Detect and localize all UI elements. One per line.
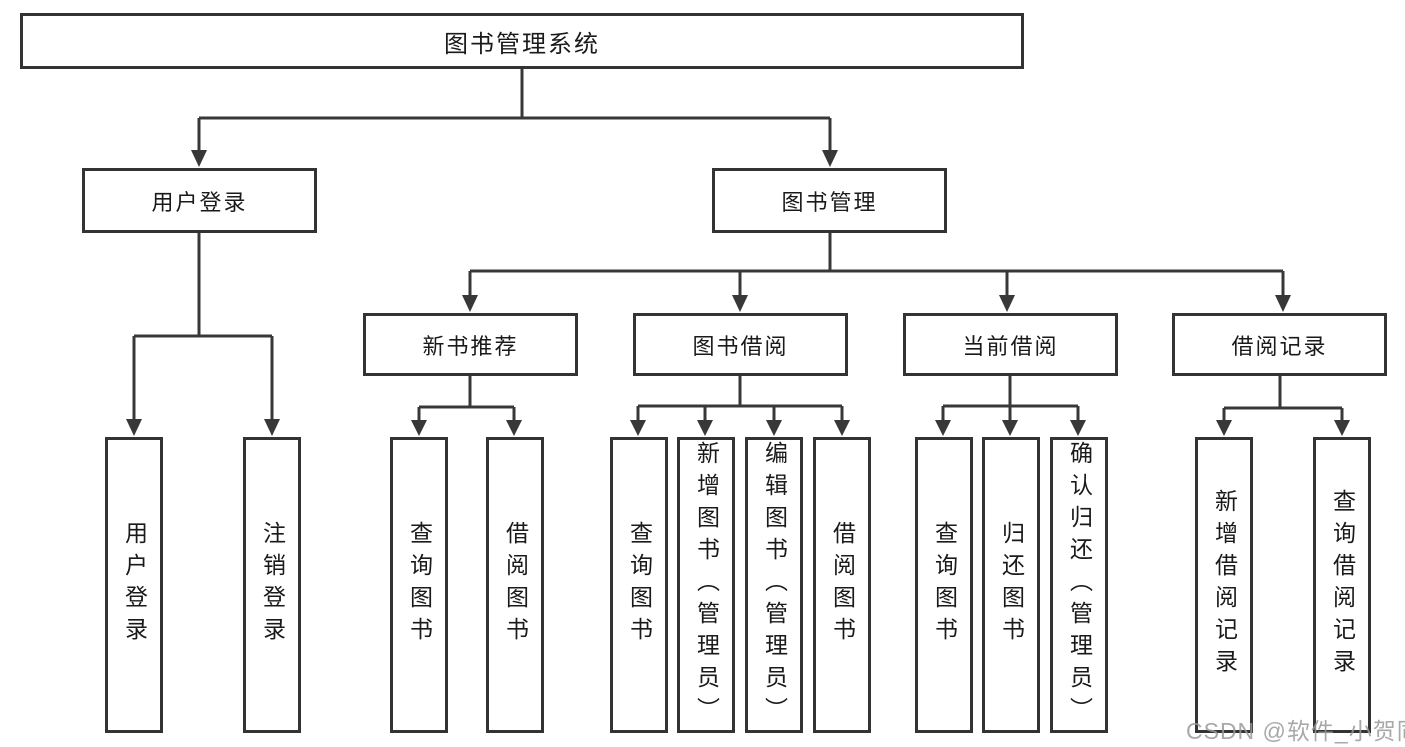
node-library-system-label: 图书管理系统 [444, 30, 600, 58]
node-current-borrow-label: 当前借阅 [962, 333, 1059, 359]
arrowheads-borrow-records [1216, 420, 1350, 436]
connector-book-borrow-children [636, 376, 844, 421]
connector-root-to-level2 [197, 69, 832, 152]
arrowheads-user-login-children [126, 419, 280, 436]
node-book-management-label: 图书管理 [781, 189, 878, 215]
node-user-login: 用户登录 [82, 168, 317, 233]
leaf-query-books-current: 查询图书 [915, 437, 973, 733]
arrowheads-new-book-recommend [411, 420, 522, 436]
leaf-add-borrow-record: 新增借阅记录 [1195, 437, 1253, 733]
leaf-borrow-books-recommend-label: 借阅图书 [502, 521, 529, 649]
leaf-logout: 注销登录 [243, 437, 301, 733]
node-book-borrow: 图书借阅 [633, 313, 848, 376]
leaf-query-borrow-record-label: 查询借阅记录 [1329, 489, 1356, 681]
node-borrow-records-label: 借阅记录 [1231, 333, 1328, 359]
arrowheads-level2 [191, 150, 838, 167]
leaf-query-books-current-label: 查询图书 [931, 521, 958, 649]
arrowheads-book-borrow [630, 420, 850, 436]
connector-current-borrow-children [941, 376, 1080, 421]
leaf-confirm-return-admin-label: 确认归还（管理员） [1066, 441, 1093, 729]
node-borrow-records: 借阅记录 [1172, 313, 1387, 376]
leaf-confirm-return-admin: 确认归还（管理员） [1050, 437, 1108, 733]
node-current-borrow: 当前借阅 [903, 313, 1118, 376]
connector-user-login-children [132, 233, 274, 421]
leaf-user-login-label: 用户登录 [121, 521, 148, 649]
node-book-management: 图书管理 [712, 168, 947, 233]
node-new-book-recommend-label: 新书推荐 [422, 333, 519, 359]
node-user-login-label: 用户登录 [151, 189, 248, 215]
leaf-return-book: 归还图书 [982, 437, 1040, 733]
leaf-edit-book-admin-label: 编辑图书（管理员） [761, 441, 788, 729]
leaf-add-borrow-record-label: 新增借阅记录 [1211, 489, 1238, 681]
leaf-query-borrow-record: 查询借阅记录 [1313, 437, 1371, 733]
leaf-user-login: 用户登录 [105, 437, 163, 733]
leaf-borrow-books: 借阅图书 [813, 437, 871, 733]
connector-borrow-records-children [1222, 376, 1344, 421]
leaf-query-books-borrow-label: 查询图书 [626, 521, 653, 649]
node-new-book-recommend: 新书推荐 [363, 313, 578, 376]
node-library-system: 图书管理系统 [20, 13, 1024, 69]
arrowheads-level3 [462, 295, 1291, 312]
node-book-borrow-label: 图书借阅 [692, 333, 789, 359]
watermark-text: CSDN @软件_小贺同学 [1186, 718, 1405, 744]
connector-book-management-children [468, 233, 1285, 296]
leaf-return-book-label: 归还图书 [998, 521, 1025, 649]
leaf-query-books-recommend-label: 查询图书 [406, 521, 433, 649]
leaf-add-book-admin: 新增图书（管理员） [677, 437, 735, 733]
leaf-query-books-borrow: 查询图书 [610, 437, 668, 733]
leaf-edit-book-admin: 编辑图书（管理员） [745, 437, 803, 733]
leaf-borrow-books-recommend: 借阅图书 [486, 437, 544, 733]
leaf-borrow-books-label: 借阅图书 [829, 521, 856, 649]
leaf-add-book-admin-label: 新增图书（管理员） [693, 441, 720, 729]
connector-new-book-recommend-children [417, 376, 516, 421]
leaf-logout-label: 注销登录 [259, 521, 286, 649]
leaf-query-books-recommend: 查询图书 [390, 437, 448, 733]
arrowheads-current-borrow [935, 420, 1086, 436]
